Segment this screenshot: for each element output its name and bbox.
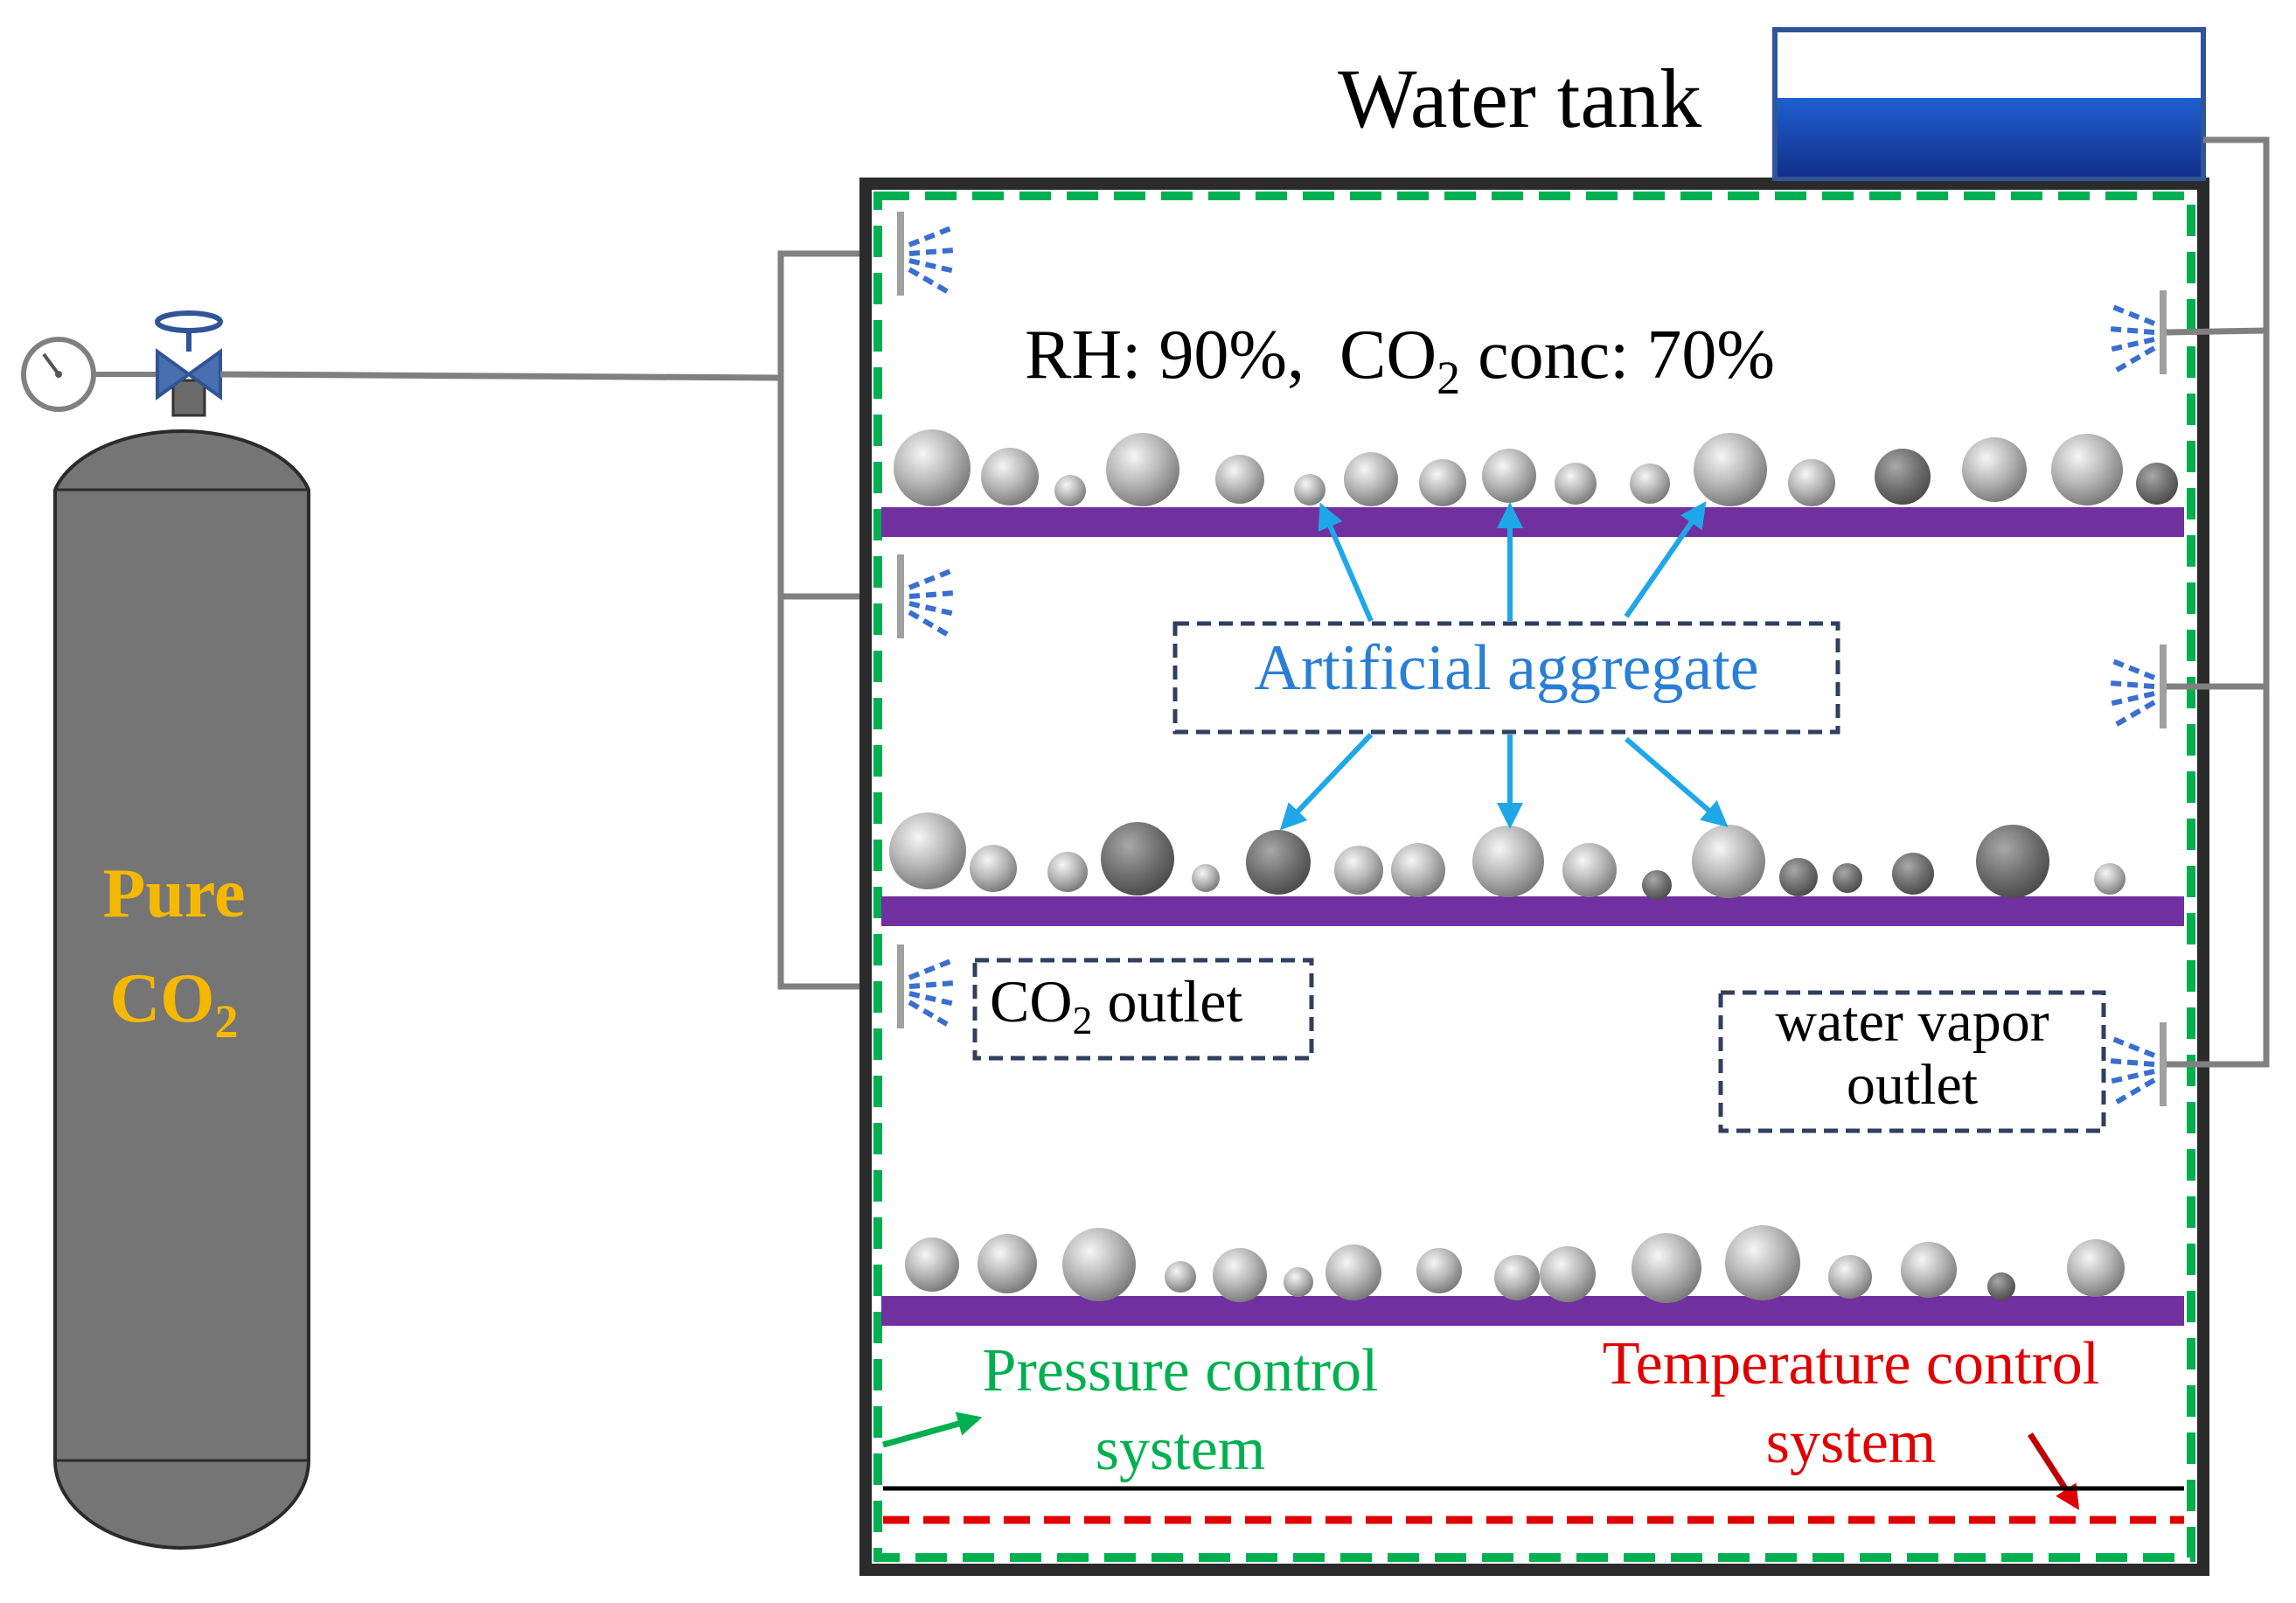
co2-spray-nozzle-icon — [897, 944, 956, 1029]
aggregate-row-bottom — [905, 1225, 2125, 1303]
chamber-conditions: RH: 90%,CO2 conc: 70% — [1025, 317, 1775, 404]
pressure-control-line1: Pressure control — [983, 1337, 1379, 1404]
water-vapor-outlet-line1: water vapor — [1775, 990, 2049, 1054]
pressure-control: Pressure control system — [882, 1337, 1379, 1483]
aggregate-row-top — [894, 429, 2178, 506]
water-spray-nozzle-icon — [2108, 645, 2167, 729]
shelf-middle — [881, 896, 2184, 926]
co2-sprayer-icons — [897, 212, 956, 1029]
aggregate-row-middle — [889, 812, 2126, 900]
temperature-control-arrow — [2028, 1432, 2080, 1510]
co2-cylinder: Pure CO2 — [53, 379, 310, 1550]
water-pipe — [2166, 136, 2270, 1068]
cylinder-label-co2: CO2 — [110, 960, 239, 1048]
aggregate-callout: Artificial aggregate — [1172, 501, 1840, 831]
water-spray-nozzle-icon — [2108, 290, 2167, 375]
temperature-control-line2: system — [1766, 1409, 1936, 1476]
aggregate-label: Artificial aggregate — [1254, 632, 1758, 704]
co2-outlet-label: CO2 outlet — [990, 968, 1242, 1042]
water-vapor-outlet-callout: water vapor outlet — [1718, 990, 2106, 1133]
pressure-control-line2: system — [1096, 1416, 1265, 1483]
co2-pipe — [219, 250, 899, 990]
water-sprayer-icons — [2108, 290, 2167, 1107]
water-vapor-outlet-line2: outlet — [1847, 1053, 1978, 1117]
shelf-top — [881, 507, 2184, 537]
temperature-control: Temperature control system — [883, 1330, 2184, 1524]
co2-outlet-callout: CO2 outlet — [972, 958, 1314, 1061]
pressure-control-arrow — [882, 1411, 983, 1448]
water-tank-label: Water tank — [1338, 52, 1701, 145]
shelf-bottom — [881, 1296, 2184, 1326]
cylinder-label-pure: Pure — [103, 855, 246, 932]
co2-spray-nozzle-icon — [897, 554, 956, 639]
pressure-gauge-icon — [21, 337, 173, 412]
valve-icon — [155, 310, 223, 401]
water-spray-nozzle-icon — [2108, 1022, 2167, 1107]
temperature-control-line1: Temperature control — [1603, 1330, 2099, 1397]
water-tank: Water tank — [1338, 27, 2206, 181]
co2-spray-nozzle-icon — [897, 212, 956, 296]
